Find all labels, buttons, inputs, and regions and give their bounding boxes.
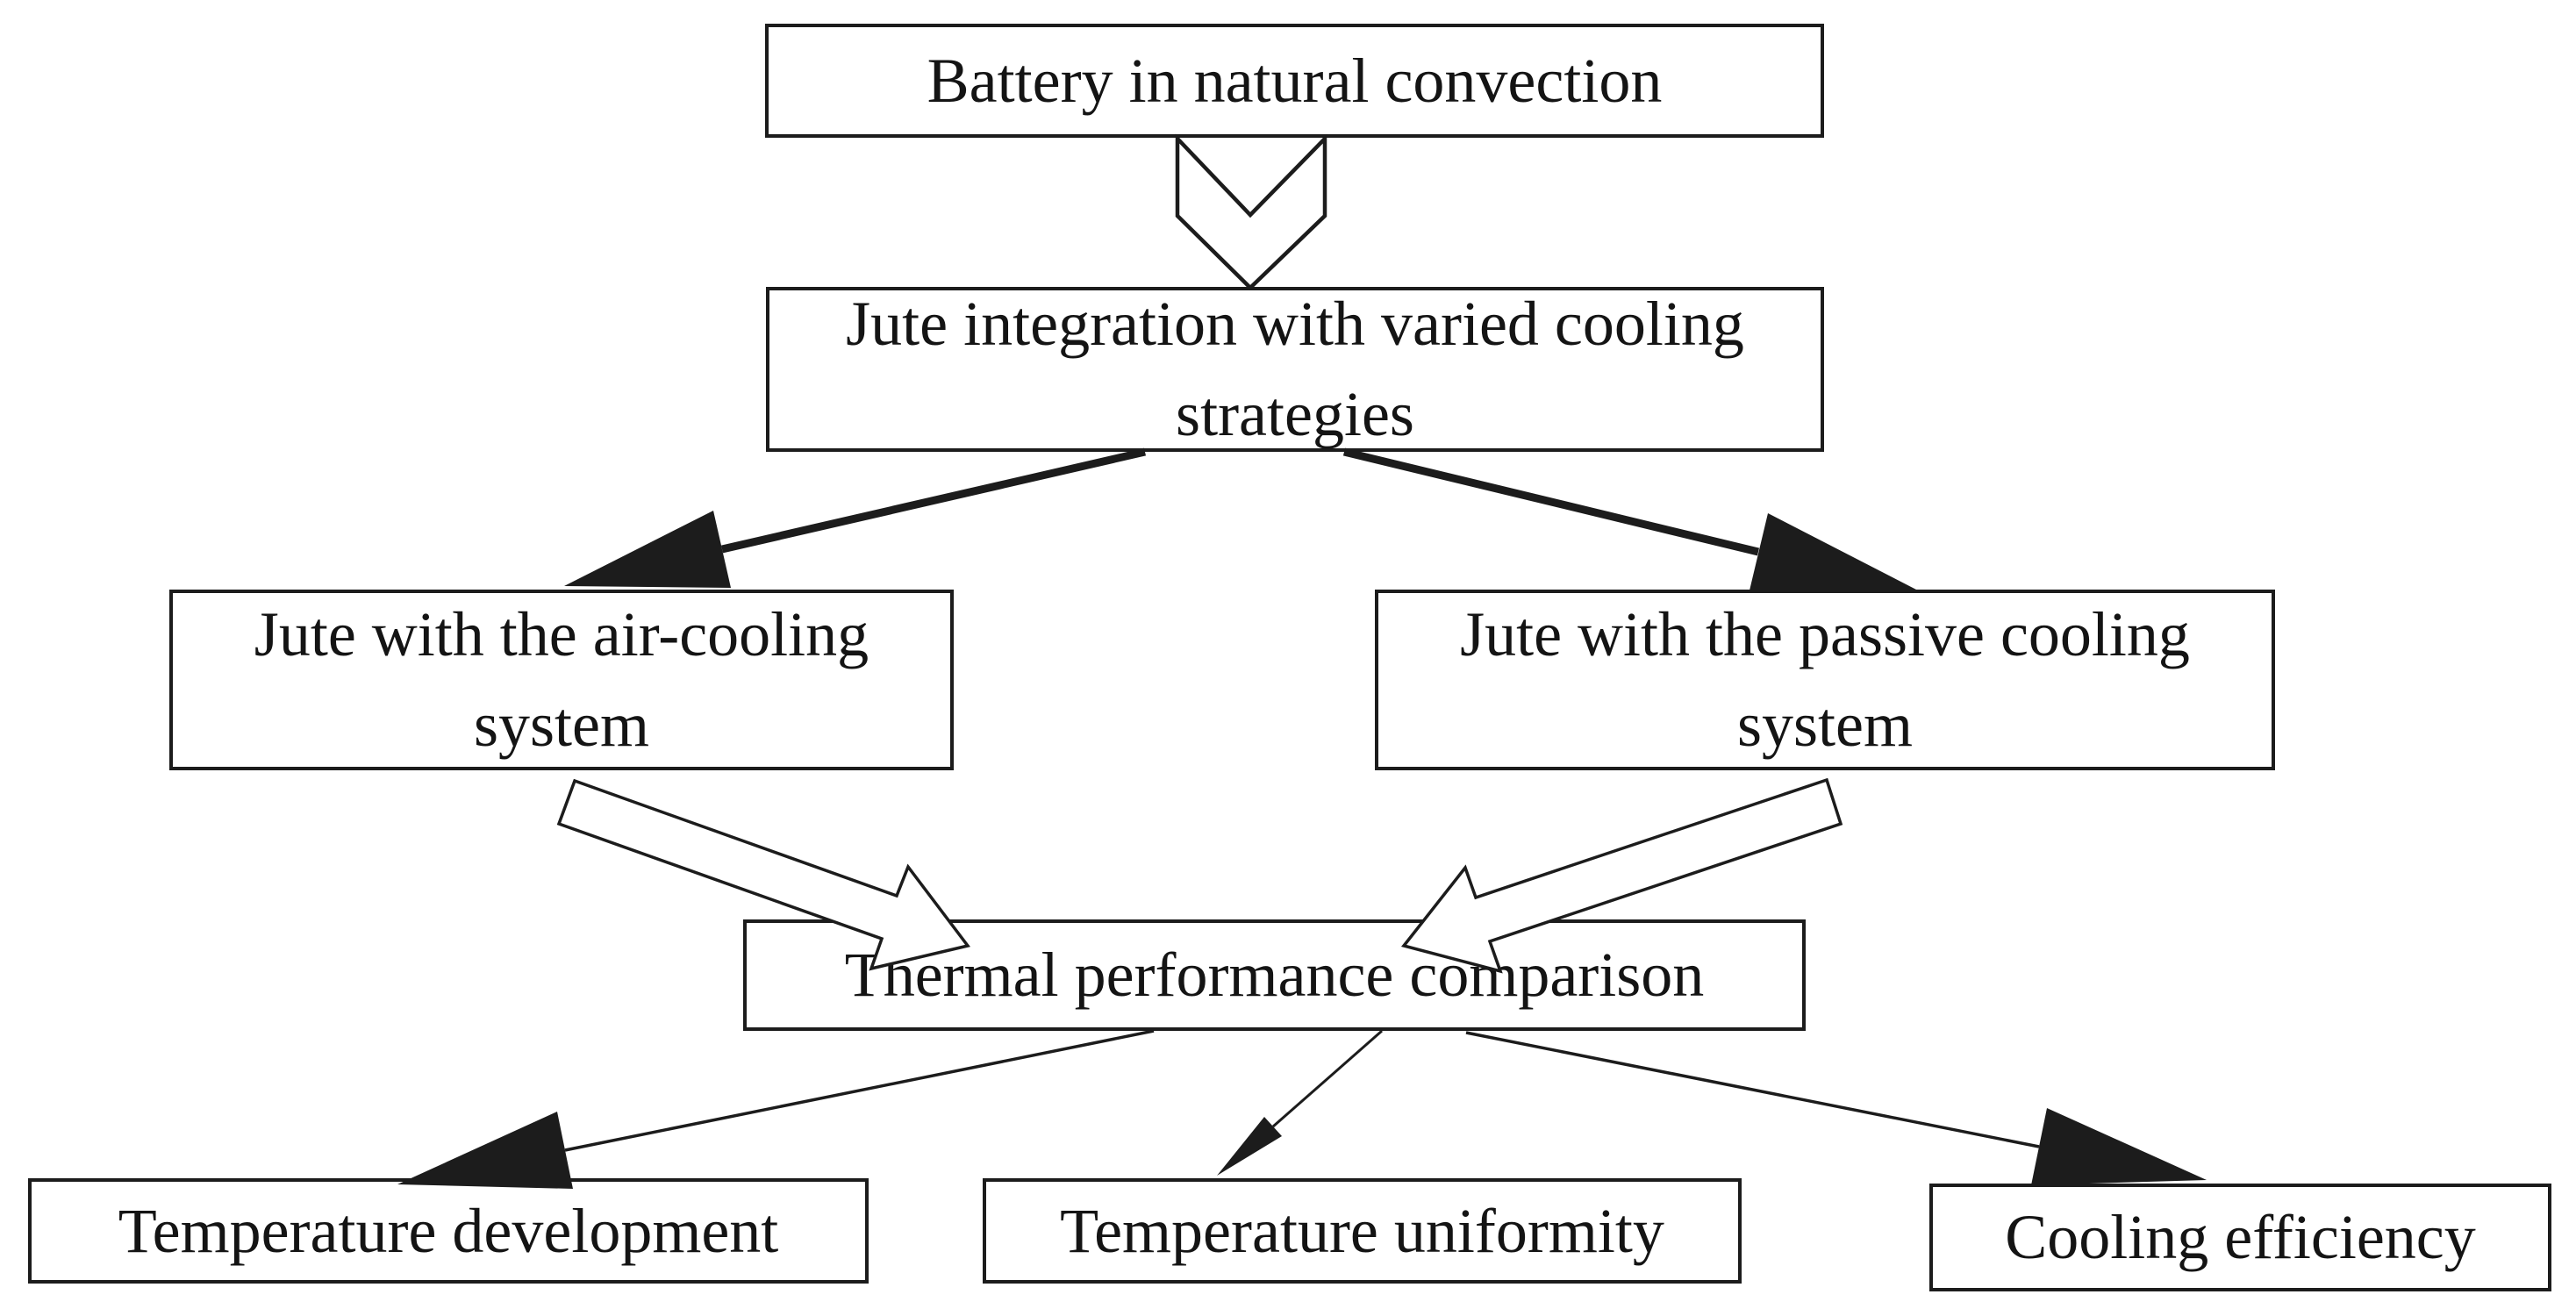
chevron-down-arrow	[1175, 133, 1327, 291]
node-cooling-efficiency: Cooling efficiency	[1929, 1184, 2551, 1291]
arrow-integration-to-passive-cooling	[1342, 447, 1916, 590]
node-label: Jute integration with varied cooling	[846, 289, 1744, 360]
arrow-comparison-to-temp-uniformity	[1217, 1029, 1383, 1176]
node-label: Battery in natural convection	[927, 45, 1663, 116]
node-thermal-comparison: Thermal performance comparison	[743, 919, 1806, 1031]
node-battery-natural-convection: Battery in natural convection	[765, 24, 1824, 138]
node-label: system	[473, 690, 649, 760]
node-jute-air-cooling: Jute with the air-cooling system	[169, 590, 954, 770]
arrow-comparison-to-cooling-efficiency	[1465, 1031, 2207, 1185]
node-label: Temperature uniformity	[1060, 1195, 1664, 1266]
node-label: strategies	[1176, 379, 1414, 449]
node-jute-passive-cooling: Jute with the passive cooling system	[1375, 590, 2275, 770]
arrow-comparison-to-temp-development	[397, 1029, 1155, 1189]
node-label: system	[1736, 690, 1913, 760]
arrow-integration-to-air-cooling	[564, 447, 1147, 588]
node-label: Cooling efficiency	[2005, 1202, 2476, 1273]
node-label: Temperature development	[118, 1195, 779, 1266]
node-jute-integration: Jute integration with varied cooling str…	[766, 287, 1824, 452]
node-temperature-development: Temperature development	[28, 1178, 869, 1284]
node-label: Jute with the passive cooling	[1460, 599, 2190, 670]
node-label: Jute with the air-cooling	[254, 599, 869, 670]
node-temperature-uniformity: Temperature uniformity	[983, 1178, 1742, 1284]
node-label: Thermal performance comparison	[844, 940, 1705, 1011]
